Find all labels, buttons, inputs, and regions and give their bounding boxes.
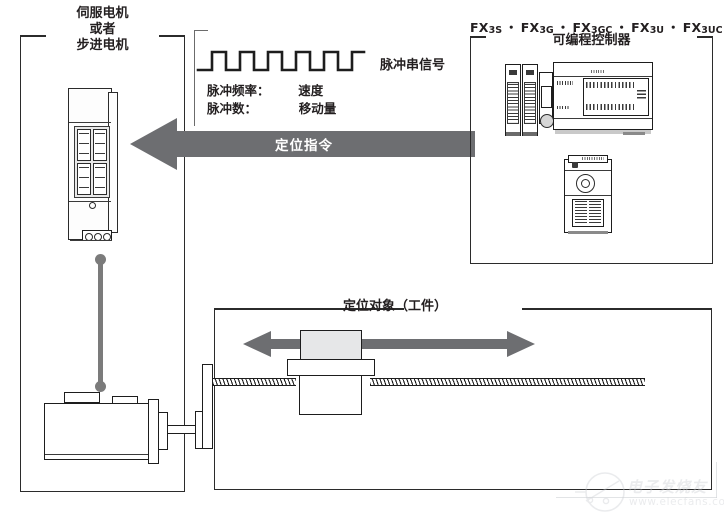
amplifier-slot-12 bbox=[95, 187, 105, 188]
plc-model-sep-2: ・ bbox=[556, 20, 570, 35]
plc-cpu-foot-tab bbox=[623, 132, 645, 135]
plc-bus-connector-inner bbox=[541, 86, 552, 108]
amplifier-slot-4 bbox=[95, 133, 105, 134]
adapter-indicator-led-icon bbox=[572, 162, 578, 168]
plc-status-leds bbox=[637, 90, 646, 101]
plc-model-3: FX3GC bbox=[572, 20, 613, 36]
plc-ext-screws-1 bbox=[508, 84, 518, 122]
plc-front-marking-1 bbox=[557, 81, 573, 85]
servo-group-caption: 伺服电机 或者 步进电机 bbox=[40, 6, 165, 54]
plc-ext-1-label bbox=[509, 70, 517, 75]
plc-model-marking bbox=[591, 70, 605, 73]
pulse-legend-row-2: 脉冲数： 移动量 bbox=[207, 98, 336, 117]
positioning-command-arrow: 定位指令 bbox=[130, 118, 475, 170]
watermark-corner-rule-horizontal bbox=[556, 497, 717, 499]
pulse-legend-row-1: 脉冲频率： 速度 bbox=[207, 80, 323, 99]
amplifier-slot-7 bbox=[79, 167, 89, 168]
plc-model-line: FX3S・FX3G・FX3GC・FX3U・FX3UC bbox=[470, 17, 723, 36]
servo-caption-line-1: 伺服电机 bbox=[76, 6, 129, 21]
pulse-waveform-icon bbox=[196, 50, 366, 72]
pulse-legend-term-2: 脉冲数： bbox=[207, 101, 258, 116]
amplifier-slot-11 bbox=[95, 177, 105, 178]
servo-group-top-border bbox=[21, 35, 184, 37]
motor-housing-base-line bbox=[45, 454, 148, 456]
plc-cpu-top-seam bbox=[554, 76, 652, 78]
amplifier-lower-seam bbox=[69, 201, 111, 203]
amplifier-top-seam bbox=[69, 122, 111, 124]
plc-ext-2-label bbox=[526, 70, 534, 75]
plc-special-adapter-illustration bbox=[560, 155, 618, 237]
adapter-terminal-screws-left bbox=[575, 201, 587, 225]
plc-model-4: FX3U bbox=[631, 20, 665, 36]
plc-cpu-bottom-seam bbox=[554, 118, 652, 120]
plc-cpu-base bbox=[555, 130, 651, 134]
adapter-terminal-screws-right bbox=[589, 201, 601, 225]
motor-power-cable bbox=[98, 259, 103, 387]
amplifier-slot-6 bbox=[95, 153, 105, 154]
adapter-seam-upper bbox=[565, 170, 611, 172]
slider-table-top bbox=[287, 359, 375, 376]
plc-model-2: FX3G bbox=[520, 20, 554, 36]
lead-screw-left bbox=[213, 378, 296, 386]
double-arrow-icon bbox=[243, 331, 535, 357]
plc-ext-screws-2 bbox=[525, 84, 535, 122]
watermark-corner-rule-vertical bbox=[716, 462, 718, 498]
amplifier-slot-3 bbox=[79, 153, 89, 154]
pulse-train-waveform bbox=[196, 44, 366, 76]
cable-end-bottom bbox=[95, 381, 106, 392]
plc-model-sep-4: ・ bbox=[667, 20, 680, 35]
plc-model-sep-3: ・ bbox=[615, 20, 629, 35]
plc-front-marking-2 bbox=[557, 106, 569, 109]
servo-motor-group-box bbox=[20, 35, 185, 492]
motor-terminal-box-left bbox=[64, 392, 100, 403]
workpiece-group-box bbox=[214, 308, 712, 490]
amplifier-slot-1 bbox=[79, 133, 89, 134]
screw-bearing-support bbox=[202, 364, 213, 449]
plc-main-unit-illustration bbox=[505, 62, 655, 142]
plc-group-caption: 可编程控制器 bbox=[552, 33, 631, 48]
plc-model-5: FX3UC bbox=[682, 20, 723, 36]
amplifier-base-foot bbox=[70, 240, 112, 242]
plc-group-box bbox=[470, 36, 713, 264]
pulse-legend-value-1: 速度 bbox=[298, 83, 324, 98]
plc-group-top-border bbox=[471, 36, 712, 38]
amplifier-slot-9 bbox=[79, 187, 89, 188]
amplifier-slot-8 bbox=[79, 177, 89, 178]
pulse-leader-elbow bbox=[194, 30, 208, 32]
workpiece-group-top-border bbox=[215, 308, 711, 310]
servo-amplifier-illustration bbox=[64, 88, 126, 250]
amplifier-status-led-icon bbox=[89, 202, 96, 209]
amplifier-slot-2 bbox=[79, 143, 89, 144]
servo-caption-line-2: 或者 bbox=[89, 22, 116, 37]
command-arrow-label: 定位指令 bbox=[275, 138, 333, 154]
servo-caption-line-3: 步进电机 bbox=[76, 38, 129, 53]
pulse-legend-term-1: 脉冲频率： bbox=[207, 83, 270, 98]
adapter-dial-center bbox=[581, 179, 590, 188]
workpiece-block bbox=[300, 330, 362, 360]
lead-screw-right bbox=[370, 378, 645, 386]
plc-ext-2-foot bbox=[523, 132, 537, 136]
adapter-seam-lower bbox=[565, 195, 611, 197]
motor-shaft bbox=[167, 425, 197, 434]
slider-nut-body bbox=[299, 375, 362, 415]
motor-housing bbox=[44, 403, 149, 460]
plc-round-port-icon bbox=[540, 114, 554, 128]
pulse-signal-label: 脉冲串信号 bbox=[380, 58, 446, 73]
workpiece-travel-arrow bbox=[243, 330, 535, 358]
plc-led-row-upper bbox=[586, 82, 634, 88]
plc-model-sep-1: ・ bbox=[505, 20, 518, 35]
amplifier-slot-5 bbox=[95, 143, 105, 144]
adapter-foot bbox=[568, 231, 608, 234]
servo-motor-illustration bbox=[40, 392, 215, 468]
pulse-leader-line bbox=[194, 30, 196, 126]
pulse-legend-value-2: 移动量 bbox=[298, 101, 337, 116]
adapter-label-strip bbox=[582, 157, 604, 160]
plc-ext-1-foot bbox=[506, 132, 520, 136]
amplifier-slot-10 bbox=[95, 167, 105, 168]
command-arrow-icon bbox=[130, 118, 475, 170]
plc-led-row-lower bbox=[586, 104, 634, 110]
workpiece-group-caption: 定位对象（工件） bbox=[343, 299, 448, 314]
plc-model-1: FX3S bbox=[470, 20, 503, 36]
